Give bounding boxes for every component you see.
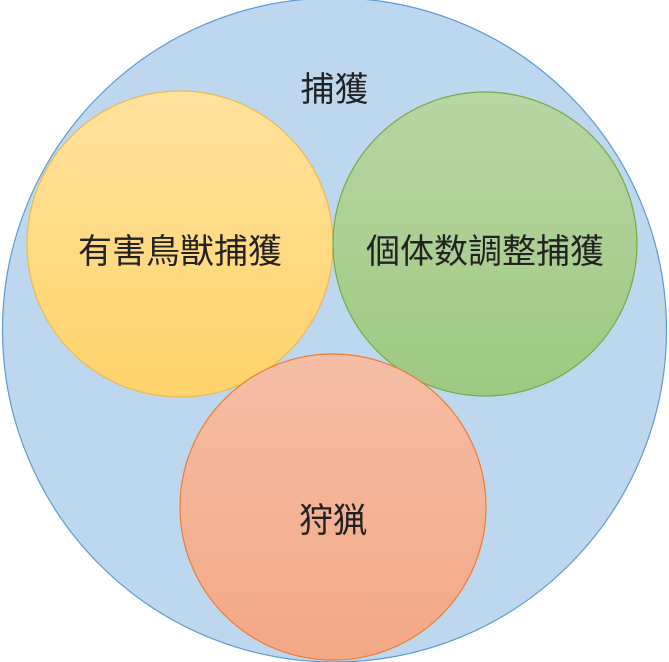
outer-circle-label: 捕獲 — [301, 70, 369, 110]
circle-population-control — [332, 91, 638, 397]
circle-population-control-label: 個体数調整捕獲 — [366, 232, 604, 272]
circle-pest-control-label: 有害鳥獣捕獲 — [78, 232, 282, 272]
circle-hunting-label: 狩猟 — [299, 501, 367, 541]
circle-hunting — [179, 353, 487, 661]
